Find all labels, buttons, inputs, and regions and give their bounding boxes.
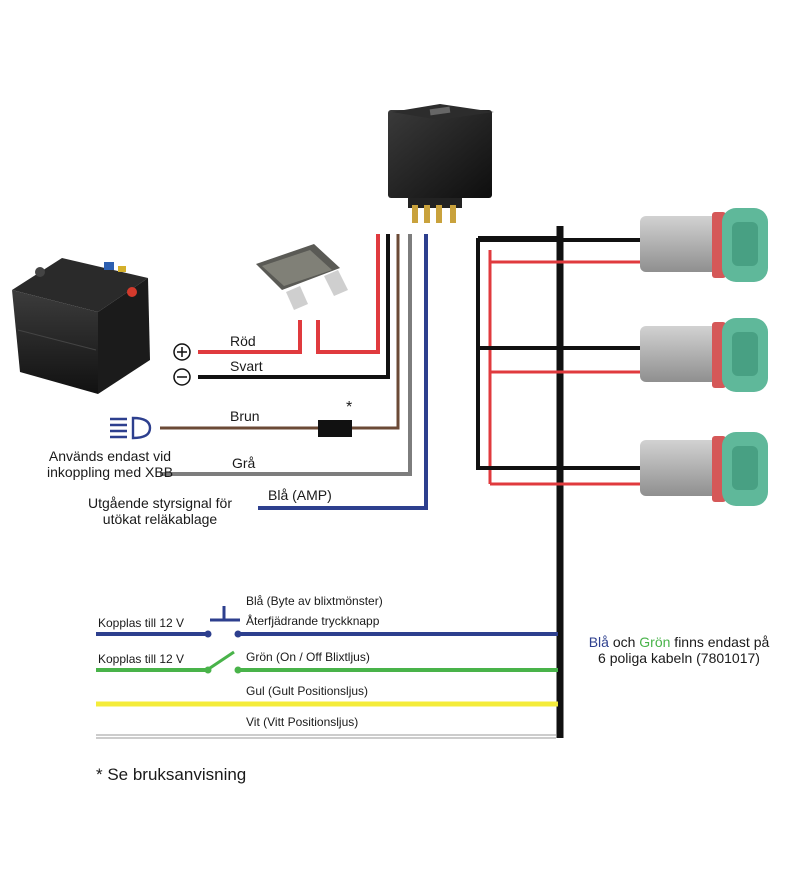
connector-icon: [640, 432, 768, 506]
battery-icon: [12, 258, 150, 394]
footnote: * Se bruksanvisning: [96, 765, 247, 784]
side-note-rest: finns endast på: [670, 634, 770, 650]
label-connect-12v-2: Kopplas till 12 V: [98, 652, 185, 666]
gray-wire: [160, 234, 412, 476]
label-connect-12v-1: Kopplas till 12 V: [98, 616, 185, 630]
headlight-note: Används endast vid inkoppling med XBB: [46, 448, 174, 480]
red-wire-battery: [198, 320, 302, 354]
label-yellow: Gul (Gult Positionsljus): [246, 684, 369, 698]
label-red: Röd: [230, 333, 256, 349]
label-black: Svart: [230, 358, 263, 374]
side-note-blue: Blå: [588, 634, 609, 650]
label-gray: Grå: [232, 455, 256, 471]
brown-wire: [160, 234, 400, 430]
side-note-och: och: [608, 634, 640, 650]
switch-icon: [96, 650, 558, 674]
connector-icon: [640, 318, 768, 392]
blue-amp-wire: [258, 234, 428, 510]
label-white: Vit (Vitt Positionsljus): [246, 715, 359, 729]
output-note: Utgående styrsignal för utökat reläkabla…: [88, 495, 232, 527]
white-wire: [96, 734, 556, 739]
label-fuse-mark: *: [346, 399, 353, 416]
black-wire: [198, 234, 390, 379]
plus-icon: [173, 343, 191, 361]
side-note-green: Grön: [639, 634, 671, 650]
connector-icon: [640, 208, 768, 282]
inline-component: [318, 420, 352, 437]
side-note-line2: 6 poliga kabeln (7801017): [598, 650, 760, 666]
fuse-icon: [256, 244, 348, 310]
label-brown: Brun: [230, 408, 260, 424]
label-green: Grön (On / Off Blixtljus): [246, 650, 370, 664]
label-blue-title: Blå (Byte av blixtmönster): [246, 594, 383, 608]
side-note: Blå och Grön finns endast på 6 poliga ka…: [566, 634, 792, 666]
switch-icon: [96, 606, 558, 638]
label-blue-sub: Återfjädrande tryckknapp: [246, 614, 380, 628]
red-wire-relay: [316, 234, 380, 354]
headlight-icon: [110, 416, 152, 440]
label-blue-amp: Blå (AMP): [268, 487, 332, 503]
minus-icon: [173, 368, 191, 386]
relay-icon: [388, 104, 494, 223]
